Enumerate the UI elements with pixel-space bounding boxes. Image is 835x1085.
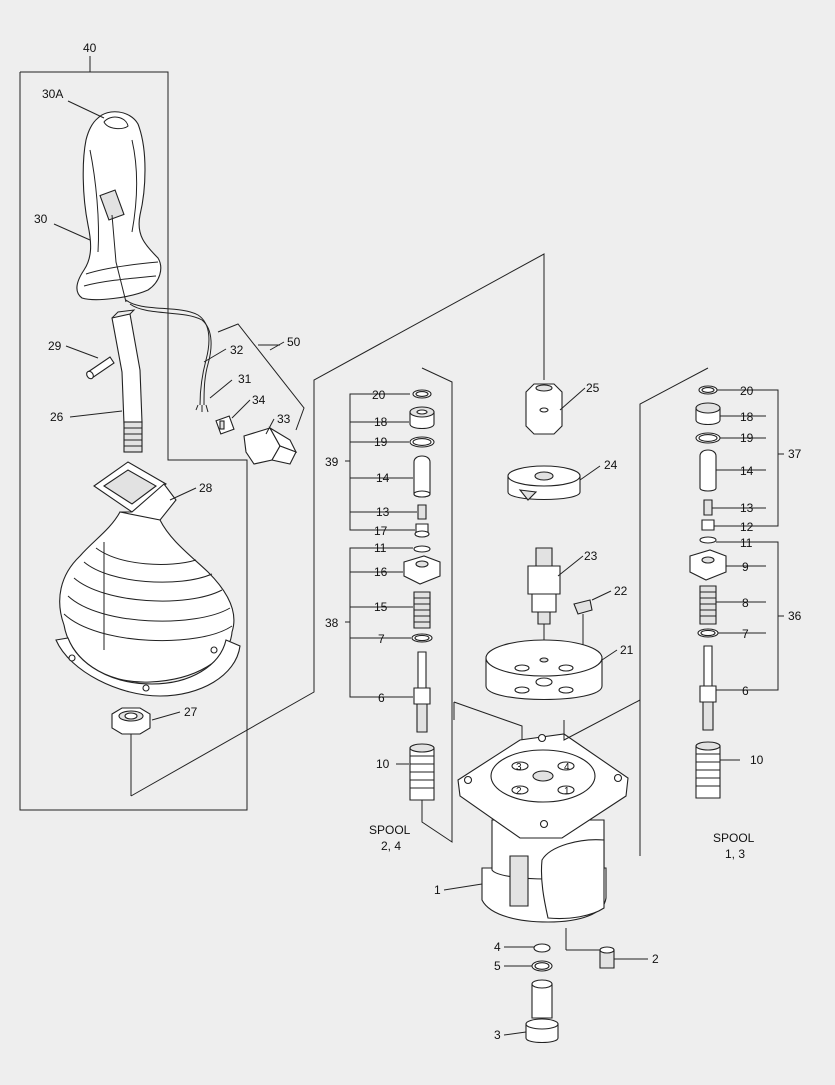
- label-20-left: 20: [372, 388, 386, 402]
- label-28: 28: [199, 481, 213, 495]
- label-2: 2: [652, 952, 659, 966]
- label-14-left: 14: [376, 471, 390, 485]
- callout-leaders: [53, 100, 648, 1036]
- label-13-right: 13: [740, 501, 754, 515]
- label-6-right: 6: [742, 684, 749, 698]
- lever-26: [111, 309, 143, 453]
- label-38: 38: [325, 616, 339, 630]
- label-6-left: 6: [378, 691, 385, 705]
- label-29: 29: [48, 339, 62, 353]
- bracket-37-36: [712, 389, 784, 691]
- label-1: 1: [434, 883, 441, 897]
- label-4: 4: [494, 940, 501, 954]
- handle-grip: [76, 111, 162, 303]
- label-12: 12: [740, 520, 754, 534]
- label-27: 27: [184, 705, 198, 719]
- pin-29: [86, 356, 115, 380]
- label-37: 37: [788, 447, 802, 461]
- label-25: 25: [586, 381, 600, 395]
- label-17: 17: [374, 524, 388, 538]
- label-32: 32: [230, 343, 244, 357]
- label-7-right: 7: [742, 627, 749, 641]
- label-23: 23: [584, 549, 598, 563]
- port-label-1: 1: [564, 786, 570, 797]
- port-label-2: 2: [516, 786, 522, 797]
- label-14-right: 14: [740, 464, 754, 478]
- label-26: 26: [50, 410, 64, 424]
- label-spool-right-1: SPOOL: [713, 831, 755, 845]
- label-21: 21: [620, 643, 634, 657]
- label-30a: 30A: [42, 87, 63, 101]
- port-label-4: 4: [564, 762, 570, 773]
- label-34: 34: [252, 393, 266, 407]
- label-11-right: 11: [740, 536, 753, 550]
- label-7-left: 7: [378, 632, 385, 646]
- bottom-parts: [525, 943, 615, 1044]
- label-31: 31: [238, 372, 252, 386]
- port-label-3: 3: [516, 762, 522, 773]
- label-spool-left-2: 2, 4: [381, 839, 401, 853]
- center-stack: [485, 383, 603, 700]
- connector-parts: [195, 404, 298, 465]
- label-5: 5: [494, 959, 501, 973]
- label-36: 36: [788, 609, 802, 623]
- label-30: 30: [34, 212, 48, 226]
- spool-stack-right: [639, 367, 740, 856]
- label-13-left: 13: [376, 505, 390, 519]
- label-39: 39: [325, 455, 339, 469]
- label-10-left: 10: [376, 757, 390, 771]
- assembly-40-frame: [19, 56, 248, 811]
- label-22: 22: [614, 584, 628, 598]
- bracket-50: [217, 323, 305, 431]
- label-19-right: 19: [740, 431, 754, 445]
- label-11-left: 11: [374, 541, 387, 555]
- part-number-labels: 40 30A 30 29 26 32 50 31 34 33 28 27 20 …: [34, 41, 802, 1042]
- label-spool-left-1: SPOOL: [369, 823, 411, 837]
- spool-stack-left: [403, 367, 453, 843]
- label-spool-right-2: 1, 3: [725, 847, 745, 861]
- label-19-left: 19: [374, 435, 388, 449]
- label-20-right: 20: [740, 384, 754, 398]
- label-18-left: 18: [374, 415, 388, 429]
- valve-body-1: [453, 699, 641, 951]
- rubber-boot-28: [55, 461, 241, 697]
- label-33: 33: [277, 412, 291, 426]
- label-15: 15: [374, 600, 388, 614]
- label-18-right: 18: [740, 410, 754, 424]
- label-50: 50: [287, 335, 301, 349]
- label-40: 40: [83, 41, 97, 55]
- label-16: 16: [374, 565, 388, 579]
- label-10-right: 10: [750, 753, 764, 767]
- bracket-39-38: [345, 393, 360, 698]
- label-8: 8: [742, 596, 749, 610]
- handle-cable: [125, 299, 210, 406]
- leader-lines-left: [350, 393, 417, 765]
- nut-27: [111, 707, 151, 796]
- label-24: 24: [604, 458, 618, 472]
- label-3: 3: [494, 1028, 501, 1042]
- label-9: 9: [742, 560, 749, 574]
